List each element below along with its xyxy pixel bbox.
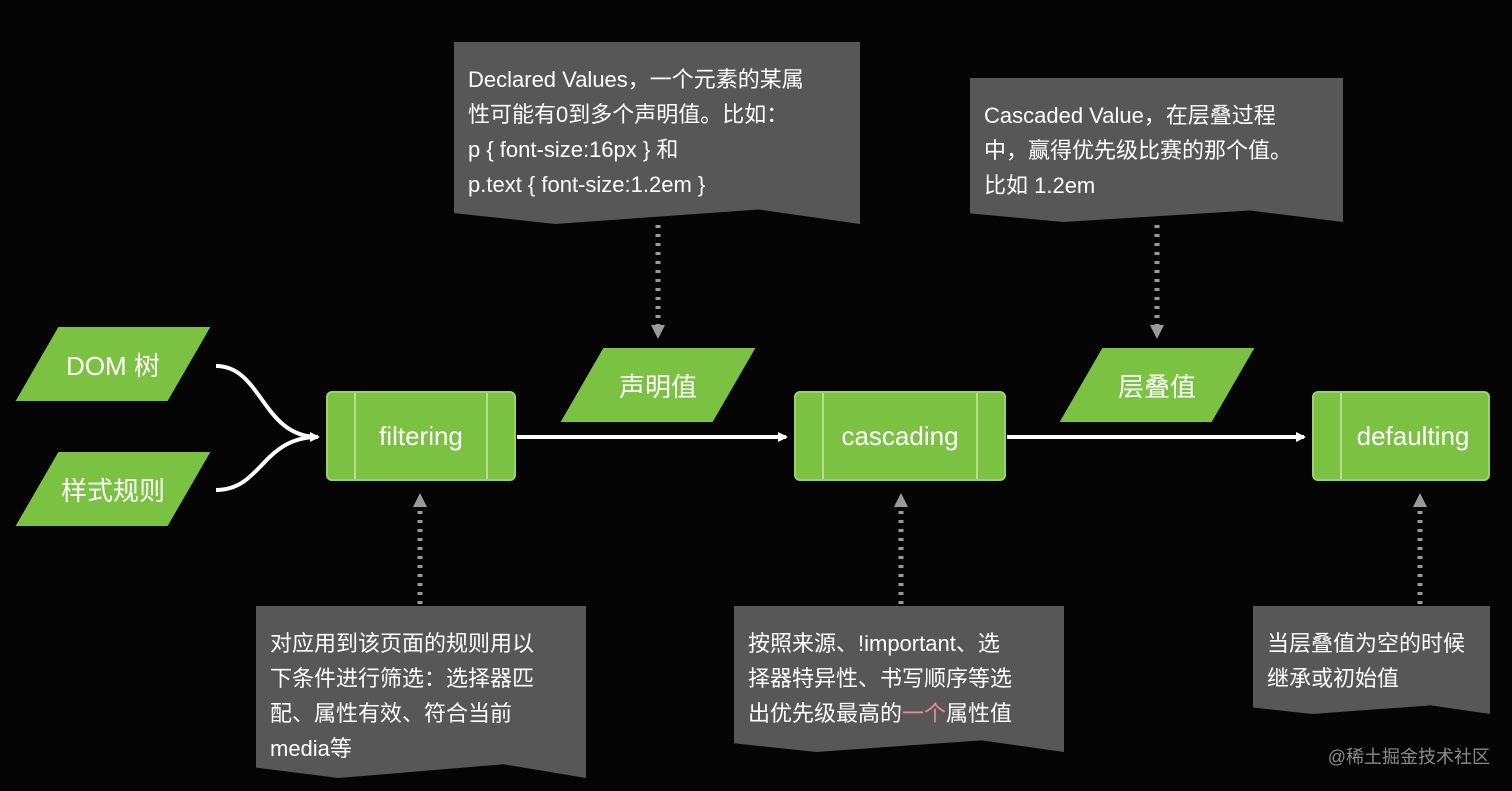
input-dom-tree: DOM 树 (15, 327, 211, 401)
note-line: 继承或初始值 (1267, 666, 1400, 691)
note-line: 按照来源、!important、选 (748, 631, 1000, 656)
input-dom-tree-label: DOM 树 (66, 350, 160, 381)
note-text: 属性值 (946, 701, 1013, 726)
note-line: media等 (270, 736, 352, 761)
note-declared-values: Declared Values，一个元素的某属 性可能有0到多个声明值。比如： … (454, 42, 860, 224)
note-line: 配、属性有效、符合当前 (270, 701, 513, 726)
process-bar-left (822, 393, 824, 479)
note-line: 择器特异性、书写顺序等选 (748, 666, 1013, 691)
note-line: 下条件进行筛选：选择器匹 (270, 666, 535, 691)
note-line: p.text { font-size:1.2em } (468, 172, 706, 197)
step-defaulting: defaulting (1312, 391, 1490, 481)
process-bar-right (486, 393, 488, 479)
arrow-dom-to-filtering (215, 364, 320, 442)
process-bar-left (1340, 393, 1342, 479)
process-bar-left (354, 393, 356, 479)
value-cascaded: 层叠值 (1059, 348, 1255, 422)
watermark: @稀土掘金技术社区 (1327, 747, 1490, 767)
arrow-styles-to-filtering (215, 435, 319, 492)
note-line: Cascaded Value，在层叠过程 (984, 103, 1276, 128)
step-cascading: cascading (794, 391, 1006, 481)
step-filtering: filtering (326, 391, 516, 481)
highlighted-text: 一个 (902, 701, 947, 726)
value-declared-label: 声明值 (618, 371, 697, 402)
input-style-rules: 样式规则 (15, 452, 211, 526)
value-declared: 声明值 (560, 348, 756, 422)
value-cascaded-label: 层叠值 (1117, 371, 1196, 402)
note-line: 性可能有0到多个声明值。比如： (468, 102, 789, 127)
step-cascading-label: cascading (841, 420, 959, 451)
note-line: p { font-size:16px } 和 (468, 137, 679, 162)
note-text: 出优先级最高的 (748, 701, 903, 726)
note-line: 当层叠值为空的时候 (1267, 631, 1466, 656)
note-line-highlighted: 出优先级最高的一个属性值 (748, 696, 1050, 731)
step-filtering-label: filtering (379, 420, 463, 451)
note-cascading: 按照来源、!important、选 择器特异性、书写顺序等选 出优先级最高的一个… (734, 606, 1064, 752)
step-defaulting-label: defaulting (1356, 420, 1470, 451)
process-bar-right (976, 393, 978, 479)
note-defaulting: 当层叠值为空的时候 继承或初始值 (1253, 606, 1490, 714)
input-style-rules-label: 样式规则 (60, 475, 165, 506)
note-line: 比如 1.2em (984, 173, 1096, 198)
note-cascaded-value: Cascaded Value，在层叠过程 中，赢得优先级比赛的那个值。 比如 1… (970, 78, 1343, 222)
note-line: 对应用到该页面的规则用以 (270, 631, 535, 656)
note-line: Declared Values，一个元素的某属 (468, 67, 804, 92)
note-line: 中，赢得优先级比赛的那个值。 (984, 138, 1293, 163)
note-filtering: 对应用到该页面的规则用以 下条件进行筛选：选择器匹 配、属性有效、符合当前 me… (256, 606, 586, 778)
